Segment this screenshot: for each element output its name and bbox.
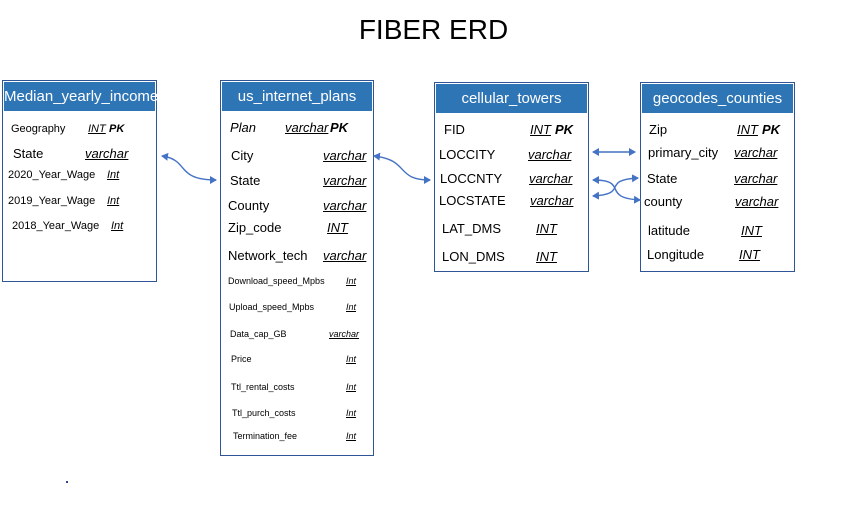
entity-header: Median_yearly_income <box>4 82 158 111</box>
field-name: Download_speed_Mpbs <box>228 276 325 286</box>
entity-header: geocodes_counties <box>642 84 793 113</box>
entity-geocodes-counties[interactable]: geocodes_counties Zip INT PK primary_cit… <box>640 82 795 272</box>
link-city-plans-towers <box>373 152 431 184</box>
field-type: varchar <box>323 198 367 213</box>
diagram-title: FIBER ERD <box>358 14 509 45</box>
field-type: varchar <box>529 171 573 186</box>
field-type: varchar <box>734 171 778 186</box>
field-name: Price <box>231 354 252 364</box>
field-type: Int <box>346 354 357 364</box>
field-type: INT <box>88 123 106 135</box>
field-name: 2019_Year_Wage <box>8 195 96 207</box>
entity-cellular-towers[interactable]: cellular_towers FID INT PK LOCCITY varch… <box>434 82 589 272</box>
field-type: Int <box>346 408 357 418</box>
field-type: INT <box>536 221 557 236</box>
field-name: LOCSTATE <box>439 193 506 208</box>
pk-marker: PK <box>109 123 125 135</box>
field-type: varchar <box>735 194 779 209</box>
field-name: LON_DMS <box>442 249 505 264</box>
link-loccnty-county <box>592 176 641 204</box>
field-name: county <box>644 194 683 209</box>
field-name: Data_cap_GB <box>230 329 287 339</box>
field-type: Int <box>107 195 120 207</box>
pk-marker: PK <box>762 122 781 137</box>
field-type: varchar <box>530 193 574 208</box>
field-type: INT <box>741 223 762 238</box>
field-type: varchar <box>323 248 367 263</box>
field-name: State <box>13 146 44 161</box>
field-name: Zip <box>649 122 668 137</box>
field-name: latitude <box>648 223 690 238</box>
link-locstate-state <box>592 174 639 200</box>
field-name: Termination_fee <box>233 431 298 441</box>
field-name: Geography <box>11 123 66 135</box>
field-type: varchar <box>528 147 572 162</box>
field-name: LOCCITY <box>439 147 496 162</box>
entity-header: us_internet_plans <box>222 82 372 111</box>
field-name: Network_tech <box>228 248 308 263</box>
field-name: 2018_Year_Wage <box>12 220 100 232</box>
field-name: LAT_DMS <box>442 221 501 236</box>
field-name: FID <box>444 122 465 137</box>
stray-dot <box>66 481 68 483</box>
field-type: varchar <box>323 148 367 163</box>
field-name: primary_city <box>648 145 719 160</box>
field-type: Int <box>346 302 357 312</box>
field-type: INT <box>327 220 348 235</box>
field-name: Plan <box>230 120 257 135</box>
field-type: varchar <box>323 173 367 188</box>
field-type: varchar <box>329 329 360 339</box>
pk-marker: PK <box>330 120 349 135</box>
field-type: varchar <box>734 145 778 160</box>
field-type: Int <box>346 382 357 392</box>
field-name: 2020_Year_Wage <box>8 169 96 181</box>
field-type: Int <box>107 169 120 181</box>
field-type: INT <box>536 249 557 264</box>
entity-header: cellular_towers <box>436 84 587 113</box>
field-name: County <box>228 198 270 213</box>
field-type: INT <box>737 122 758 137</box>
field-type: varchar <box>85 146 129 161</box>
field-name: Longitude <box>647 247 705 262</box>
pk-marker: PK <box>555 122 574 137</box>
field-type: Int <box>346 431 357 441</box>
link-state-median-plans <box>161 152 217 184</box>
field-type: Int <box>111 220 124 232</box>
field-name: Upload_speed_Mpbs <box>229 302 315 312</box>
field-name: Ttl_rental_costs <box>231 382 295 392</box>
field-type: Int <box>346 276 357 286</box>
field-name: State <box>230 173 261 188</box>
field-name: Zip_code <box>228 220 282 235</box>
field-type: varchar <box>285 120 329 135</box>
field-name: State <box>647 171 678 186</box>
field-name: City <box>231 148 254 163</box>
field-name: LOCCNTY <box>440 171 503 186</box>
entity-median-yearly-income[interactable]: Median_yearly_income Geography INT PK St… <box>2 80 158 282</box>
field-type: INT <box>530 122 551 137</box>
entity-us-internet-plans[interactable]: us_internet_plans Plan varchar PK City v… <box>220 80 374 456</box>
field-type: INT <box>739 247 760 262</box>
field-name: Ttl_purch_costs <box>232 408 296 418</box>
